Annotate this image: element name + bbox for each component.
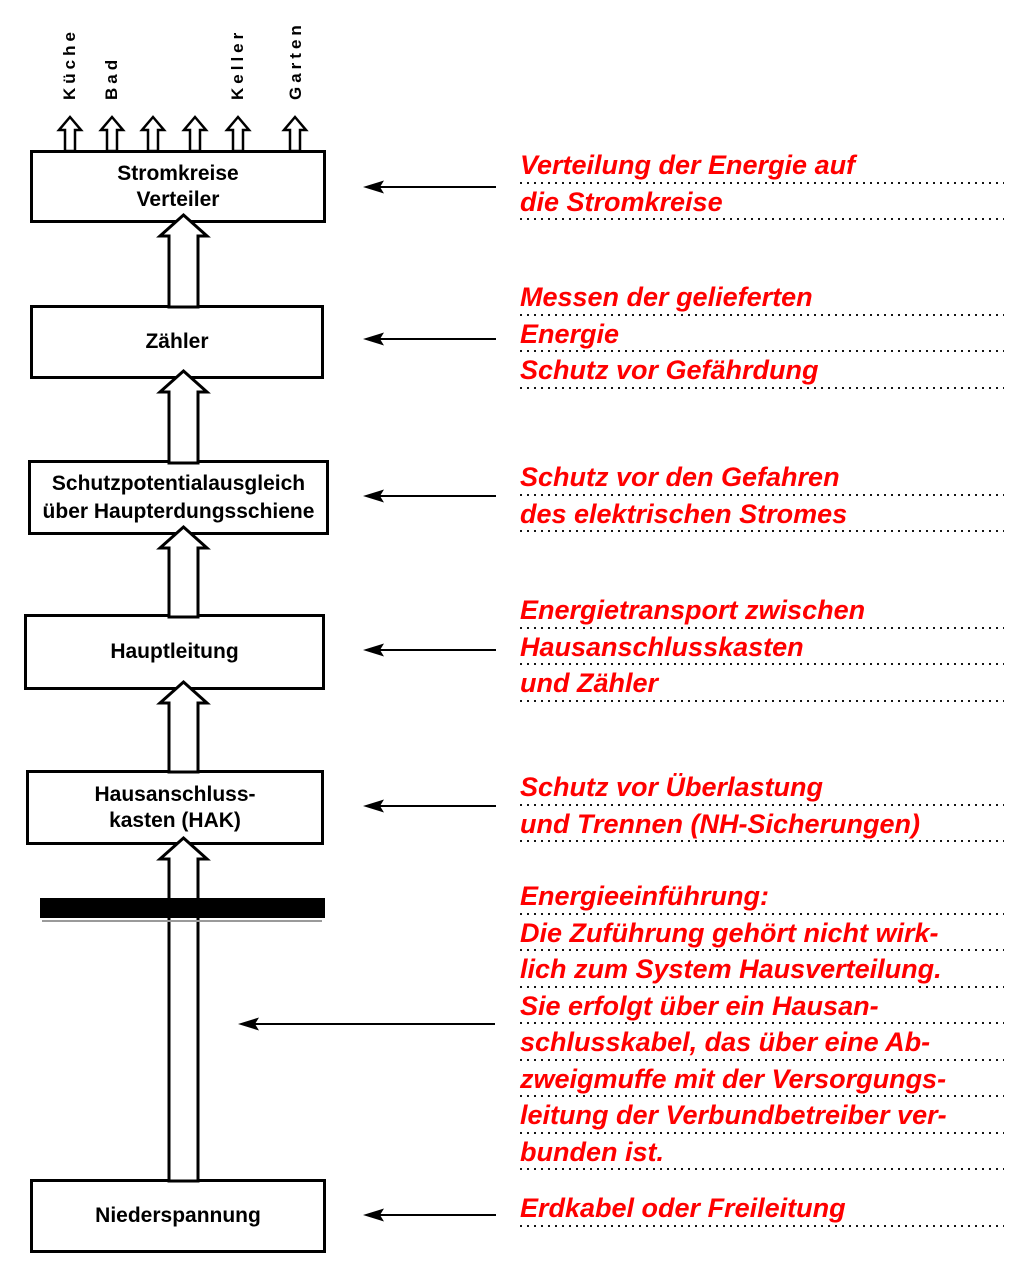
- annotation-energieeinfuehrung: Energieeinführung: Die Zuführung gehört …: [520, 878, 1004, 1170]
- annotation-verteilung: Verteilung der Energie auf die Stromkrei…: [520, 147, 1004, 220]
- box-label-line: Zähler: [145, 330, 209, 353]
- box-hauptleitung: Hauptleitung: [24, 614, 325, 690]
- box-label-line: Hauptleitung: [110, 640, 239, 663]
- annotation-line: des elektrischen Stromes: [520, 495, 1004, 532]
- circuit-label-keller: Keller: [228, 28, 247, 100]
- annotation-erdkabel: Erdkabel oder Freileitung: [520, 1190, 1004, 1227]
- annotation-line: schlusskabel, das über eine Ab-: [520, 1024, 1004, 1061]
- box-schutzpotentialausgleich: Schutzpotentialausgleich über Haupterdun…: [28, 460, 329, 535]
- box-label-line: über Haupterdungsschiene: [42, 499, 315, 523]
- box-label-line: Stromkreise: [117, 161, 239, 185]
- annotation-line: Energieeinführung:: [520, 878, 1004, 915]
- annotation-line: Messen der gelieferten: [520, 279, 1004, 316]
- annotation-messen: Messen der gelieferten Energie Schutz vo…: [520, 279, 1004, 389]
- annotation-schutz-gefahren: Schutz vor den Gefahren des elektrischen…: [520, 459, 1004, 532]
- circuit-label-bad: Bad: [102, 55, 121, 100]
- circuit-label-garten: Garten: [286, 21, 305, 100]
- annotation-line: die Stromkreise: [520, 183, 1004, 220]
- box-label-line: Schutzpotentialausgleich: [51, 471, 306, 495]
- annotation-line: Verteilung der Energie auf: [520, 147, 1004, 184]
- box-label-line: Verteiler: [136, 187, 220, 211]
- box-label-line: kasten (HAK): [109, 808, 241, 832]
- annotation-line: Schutz vor Gefährdung: [520, 352, 1004, 389]
- box-stromkreise-verteiler: Stromkreise Verteiler: [30, 150, 326, 223]
- box-niederspannung: Niederspannung: [30, 1179, 326, 1253]
- annotation-line: Sie erfolgt über ein Hausan-: [520, 987, 1004, 1024]
- annotation-ueberlastung: Schutz vor Überlastung und Trennen (NH-S…: [520, 769, 1004, 842]
- annotation-line: Erdkabel oder Freileitung: [520, 1190, 1004, 1227]
- annotation-line: bunden ist.: [520, 1133, 1004, 1170]
- annotation-line: leitung der Verbundbetreiber ver-: [520, 1097, 1004, 1134]
- annotation-line: Schutz vor Überlastung: [520, 769, 1004, 806]
- annotation-line: Die Zuführung gehört nicht wirk-: [520, 914, 1004, 951]
- annotation-line: Schutz vor den Gefahren: [520, 459, 1004, 496]
- circuit-label-kueche: Küche: [60, 28, 79, 100]
- annotation-energietransport: Energietransport zwischen Hausanschlussk…: [520, 592, 1004, 702]
- annotation-line: Energie: [520, 315, 1004, 352]
- wall-bar-shadow: [42, 920, 322, 922]
- wall-bar: [40, 898, 325, 918]
- annotation-line: Hausanschlusskasten: [520, 628, 1004, 665]
- box-label-line: Hausanschluss-: [94, 782, 256, 806]
- circuit-up-arrow-icon: [56, 115, 309, 153]
- annotation-line: lich zum System Hausverteilung.: [520, 951, 1004, 988]
- annotation-line: Energietransport zwischen: [520, 592, 1004, 629]
- annotation-line: zweigmuffe mit der Versorgungs-: [520, 1060, 1004, 1097]
- annotation-line: und Zähler: [520, 665, 1004, 702]
- annotation-line: und Trennen (NH-Sicherungen): [520, 805, 1004, 842]
- box-label-line: Niederspannung: [95, 1204, 261, 1227]
- box-zaehler: Zähler: [30, 305, 324, 379]
- box-hausanschlusskasten: Hausanschluss- kasten (HAK): [26, 770, 324, 845]
